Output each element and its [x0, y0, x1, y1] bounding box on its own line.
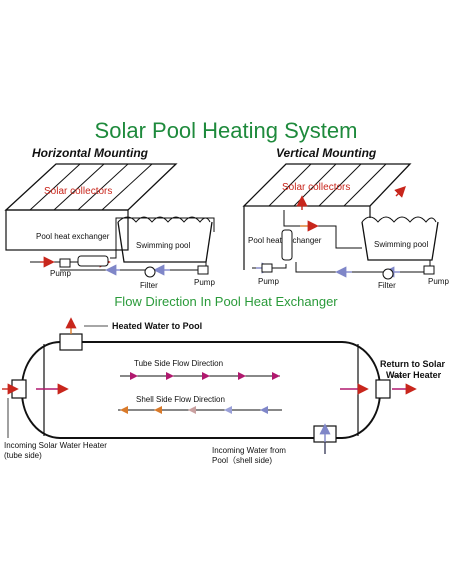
vertical-pump-right-icon — [423, 265, 435, 275]
incoming-solar-line1: Incoming Solar Water Heater — [4, 441, 107, 450]
left-nozzle — [2, 379, 69, 438]
horizontal-pump-right-label: Pump — [194, 278, 215, 287]
vertical-pump-right-label: Pump — [428, 277, 449, 286]
vertical-heading: Vertical Mounting — [276, 146, 377, 160]
vertical-pool — [361, 216, 439, 261]
vertical-filter-label: Filter — [378, 281, 396, 290]
vertical-pool-label: Swimming pool — [374, 240, 428, 249]
shell-side-label: Shell Side Flow Direction — [136, 395, 225, 404]
vertical-collector-panel — [242, 163, 412, 270]
horizontal-pump-left-icon — [59, 258, 71, 268]
heated-to-pool-label: Heated Water to Pool — [112, 321, 202, 331]
incoming-pool-line1: Incoming Water from — [212, 446, 286, 455]
horizontal-pump-right-icon — [197, 265, 209, 275]
horizontal-filter-label: Filter — [140, 281, 158, 290]
horizontal-exchanger-label: Pool heat exchanger — [36, 232, 110, 241]
horizontal-collector-panel — [4, 163, 178, 251]
heat-exchanger-shell — [21, 341, 381, 439]
horizontal-collectors-label: Solar collectors — [44, 186, 112, 197]
horizontal-filter-icon — [144, 266, 156, 278]
shell-side-arrows — [118, 406, 282, 414]
vertical-pump-left-icon — [261, 263, 273, 273]
vertical-heat-exchanger — [281, 229, 293, 261]
main-title: Solar Pool Heating System — [95, 118, 358, 143]
vertical-collectors-label: Solar collectors — [282, 182, 350, 193]
horizontal-pool-label: Swimming pool — [136, 241, 190, 250]
horizontal-pump-left-label: Pump — [50, 269, 71, 278]
return-line2: Water Heater — [386, 370, 442, 380]
horizontal-heading: Horizontal Mounting — [32, 146, 149, 160]
return-line1: Return to Solar — [380, 359, 446, 369]
flow-heading: Flow Direction In Pool Heat Exchanger — [114, 294, 338, 309]
bottom-nozzle — [313, 423, 337, 454]
tube-side-arrows — [120, 372, 280, 380]
vertical-pump-left-label: Pump — [258, 277, 279, 286]
horizontal-heat-exchanger — [77, 255, 109, 267]
top-nozzle — [59, 317, 108, 351]
incoming-solar-line2: (tube side) — [4, 451, 42, 460]
tube-side-label: Tube Side Flow Direction — [134, 359, 223, 368]
horizontal-pool — [117, 216, 213, 263]
incoming-pool-line2: Pool（shell side) — [212, 456, 272, 465]
right-nozzle — [340, 375, 417, 399]
vertical-filter-icon — [382, 268, 394, 280]
